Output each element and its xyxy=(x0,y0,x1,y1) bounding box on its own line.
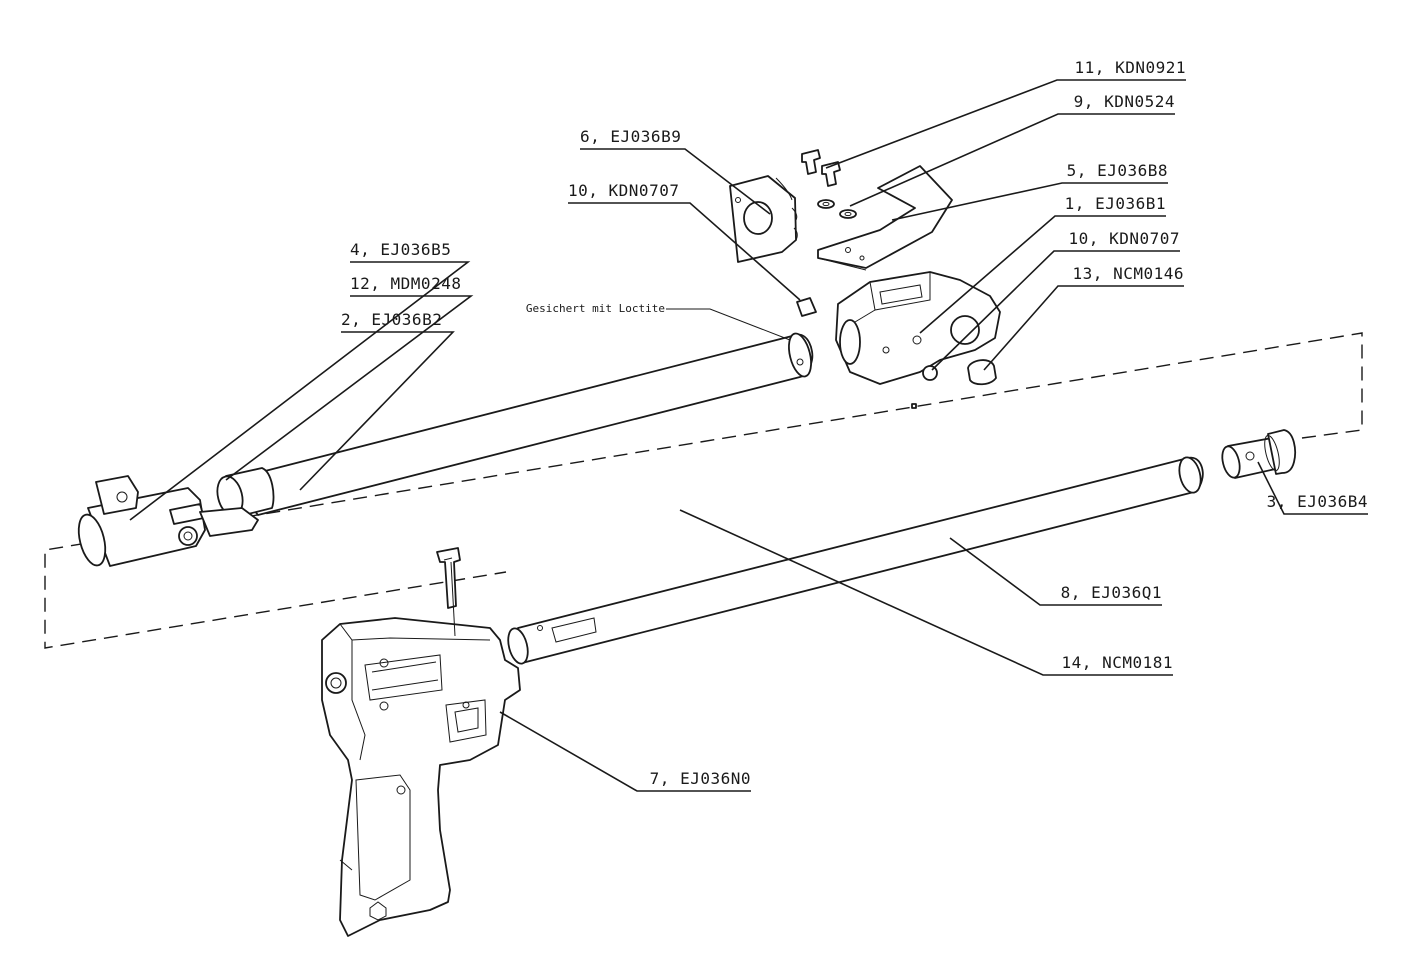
label-part-1: 1, EJ036B1 xyxy=(1065,194,1166,213)
label-part-8: 8, EJ036Q1 xyxy=(1061,583,1162,602)
part-labels: 11, KDN0921 9, KDN0524 6, EJ036B9 5, EJ0… xyxy=(341,58,1368,788)
label-part-9: 9, KDN0524 xyxy=(1074,92,1175,111)
label-part-6: 6, EJ036B9 xyxy=(580,127,681,146)
label-part-7: 7, EJ036N0 xyxy=(650,769,751,788)
blade-part-5 xyxy=(817,165,953,271)
upper-tube-part-2 xyxy=(216,332,814,517)
label-part-4: 4, EJ036B5 xyxy=(350,240,451,259)
pistol-grip-part-7 xyxy=(321,547,521,937)
label-part-3: 3, EJ036B4 xyxy=(1267,492,1368,511)
label-part-10-lower: 10, KDN0707 xyxy=(1069,229,1180,248)
bracket-part-6 xyxy=(729,175,798,263)
label-part-13: 13, NCM0146 xyxy=(1073,264,1184,283)
label-part-10-upper: 10, KDN0707 xyxy=(568,181,679,200)
gearbox-part-1 xyxy=(796,271,1001,409)
label-part-11: 11, KDN0921 xyxy=(1075,58,1186,77)
leader-lines xyxy=(129,79,1368,792)
label-part-12: 12, MDM0248 xyxy=(350,274,461,293)
muzzle-head-part-4 xyxy=(77,475,259,567)
label-part-5: 5, EJ036B8 xyxy=(1067,161,1168,180)
loctite-note: Gesichert mit Loctite xyxy=(526,302,665,315)
assembly-path-dashed xyxy=(44,332,1363,649)
long-tube-part-8 xyxy=(507,456,1204,665)
endcap-part-3 xyxy=(1221,429,1297,479)
label-part-14: 14, NCM0181 xyxy=(1062,653,1173,672)
label-part-2: 2, EJ036B2 xyxy=(341,310,442,329)
